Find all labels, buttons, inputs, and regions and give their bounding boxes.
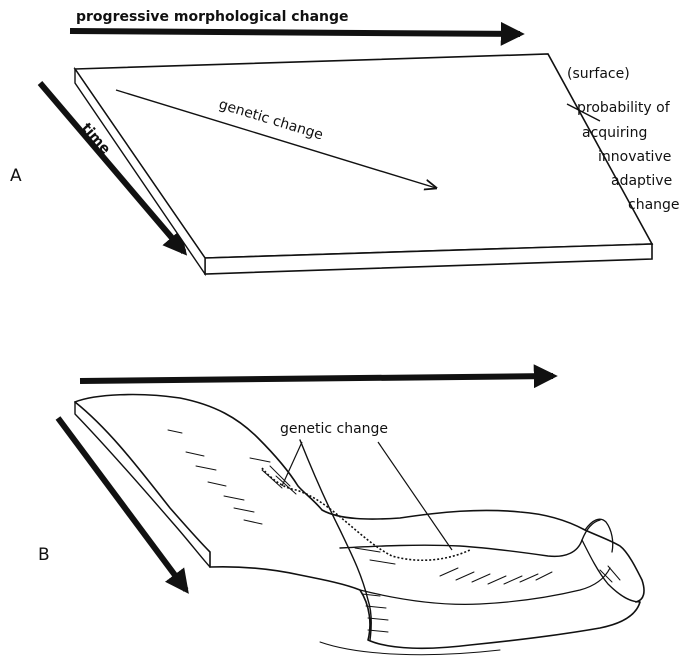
- surface-label: (surface): [567, 66, 630, 82]
- landscape-shading: [168, 430, 620, 632]
- genetic-change-label-b: genetic change: [280, 421, 388, 437]
- panel-a-letter: A: [10, 166, 22, 186]
- morphological-change-arrow-b: [80, 376, 553, 381]
- leader-line-left: [282, 442, 302, 486]
- panel-a: A progressive morphological change time …: [10, 9, 680, 274]
- surface-desc-line: adaptive: [611, 173, 672, 189]
- panel-b-letter: B: [38, 545, 50, 565]
- leader-line-right: [378, 442, 452, 550]
- surface-desc-line: acquiring: [582, 125, 647, 141]
- surface-desc-line: probability of: [577, 100, 671, 116]
- surface-desc-line: innovative: [598, 149, 671, 165]
- morphological-change-label: progressive morphological change: [76, 9, 349, 25]
- morphological-change-arrow: [70, 31, 520, 34]
- panel-b: B: [38, 376, 644, 655]
- surface-desc-line: change: [628, 197, 680, 213]
